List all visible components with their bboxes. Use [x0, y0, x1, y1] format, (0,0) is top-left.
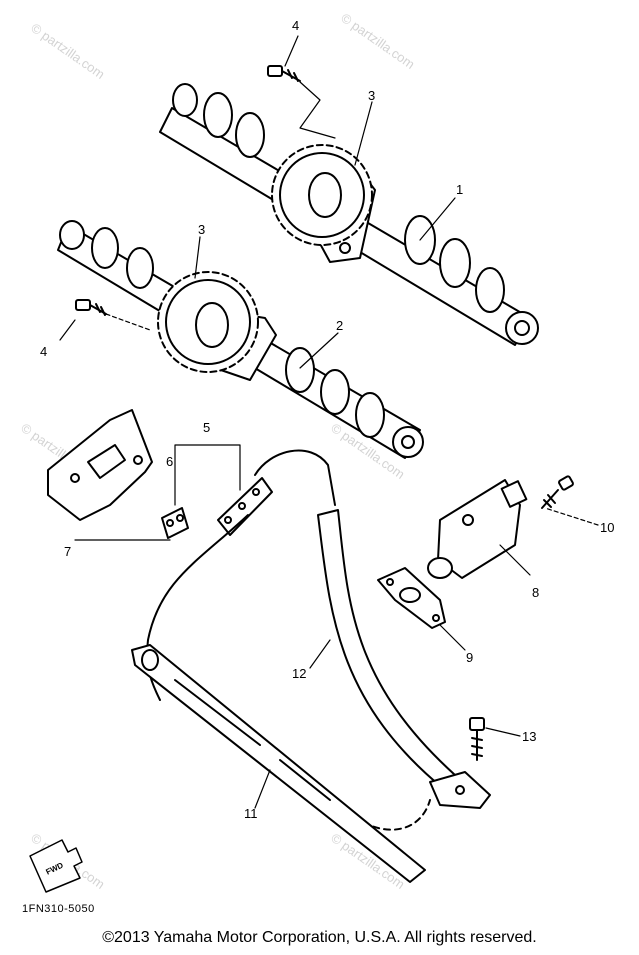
- tensioner-bolt: [541, 475, 574, 509]
- guide-bolt: [469, 717, 485, 761]
- callout-13: 13: [522, 729, 536, 744]
- callout-3-upper: 3: [368, 88, 375, 103]
- callout-1: 1: [456, 182, 463, 197]
- tensioner-gasket: [377, 567, 446, 629]
- camshaft-chain-segment: [217, 477, 273, 536]
- chain-guide-intake: [131, 644, 426, 883]
- callouts: 4 3 1 3 2 4 5 6 7 10 8 9 12 13 11: [40, 18, 614, 821]
- callout-2: 2: [336, 318, 343, 333]
- copyright-notice: ©2013 Yamaha Motor Corporation, U.S.A. A…: [102, 929, 537, 946]
- callout-5: 5: [203, 420, 210, 435]
- callout-6: 6: [166, 454, 173, 469]
- callout-4-upper: 4: [292, 18, 299, 33]
- callout-11: 11: [244, 806, 258, 821]
- chain-guide-exhaust: [317, 509, 491, 809]
- chain-guide-stopper: [47, 409, 153, 521]
- bolt-upper: [267, 65, 301, 82]
- sprocket-lower: [157, 271, 259, 373]
- watermark: © partzilla.com: [28, 20, 107, 82]
- sprocket-upper: [271, 144, 373, 246]
- part-code: 1FN310-5050: [22, 903, 95, 915]
- leader-lines: [59, 35, 599, 809]
- callout-8: 8: [532, 585, 539, 600]
- callout-10: 10: [600, 520, 614, 535]
- watermark: © partzilla.com: [338, 10, 417, 72]
- callout-3-lower: 3: [198, 222, 205, 237]
- callout-4-lower: 4: [40, 344, 47, 359]
- callout-9: 9: [466, 650, 473, 665]
- forward-arrow: [29, 839, 83, 893]
- chain-tensioner: [427, 479, 528, 579]
- bolt-lower: [75, 299, 107, 316]
- callout-7: 7: [64, 544, 71, 559]
- callout-12: 12: [292, 666, 306, 681]
- chain-joint-link: [161, 507, 189, 539]
